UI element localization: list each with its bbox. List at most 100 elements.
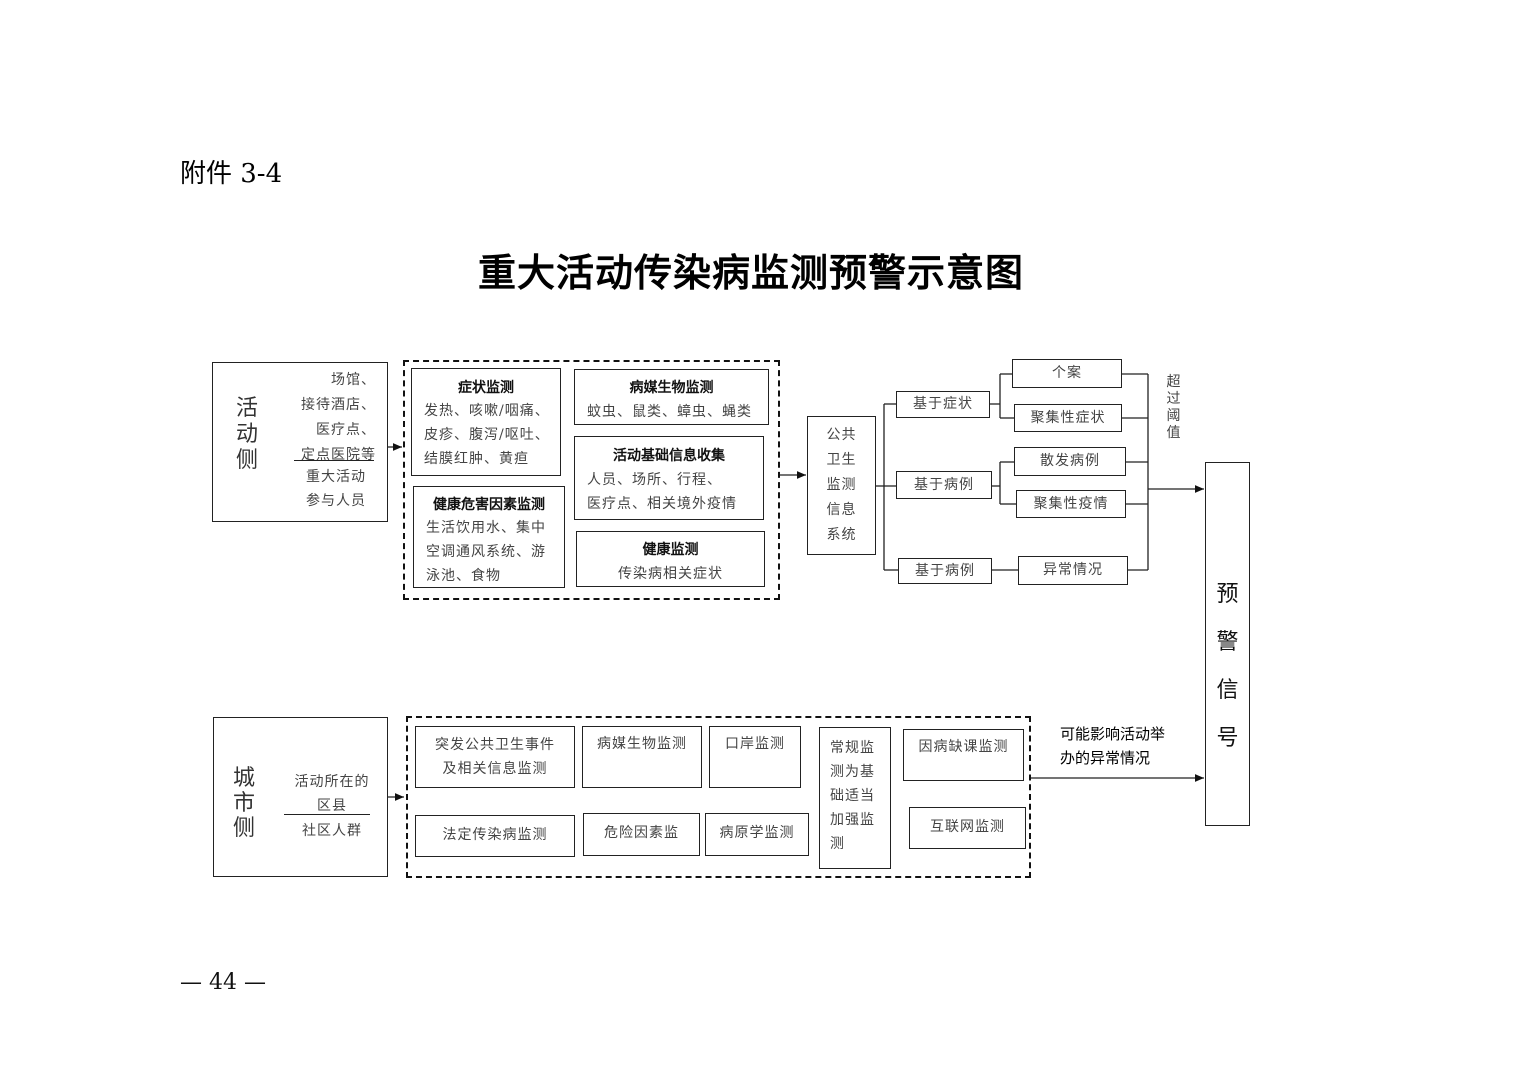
hazard-monitoring-box: 健康危害因素监测 生活饮用水、集中 空调通风系统、游 泳池、食物 [413,486,565,588]
health-monitoring-title: 健康监测 [642,542,699,558]
vector-monitoring-title: 病媒生物监测 [629,380,714,396]
routine-line: 加强监 [830,812,875,828]
city-note: 可能影响活动举 办的异常情况 [1060,722,1165,770]
health-monitoring-box: 健康监测 传染病相关症状 [576,531,765,587]
hazard-monitoring-title: 健康危害因素监测 [433,497,545,513]
routine-line: 础适当 [830,788,875,804]
threshold-char: 过 [1166,391,1182,407]
city-vector-monitoring-box: 病媒生物监测 [582,726,702,788]
activity-info-box: 活动基础信息收集 人员、场所、行程、 医疗点、相关境外疫情 [574,436,764,520]
city-note-line: 办的异常情况 [1060,749,1151,767]
port-monitoring-box: 口岸监测 [709,726,801,788]
warning-signal-box: 预 警 信 号 [1205,462,1250,826]
symptom-monitoring-title: 症状监测 [458,380,514,396]
threshold-char: 值 [1166,425,1182,441]
activity-info-line: 人员、场所、行程、 [587,472,722,488]
system-line: 公共 [826,427,857,443]
abnormal-situation-box: 异常情况 [1018,556,1128,585]
activity-side-char: 动 [236,422,259,447]
symptom-monitoring-box: 症状监测 发热、咳嗽/咽痛、 皮疹、腹泻/呕吐、 结膜红肿、黄疸 [411,368,561,476]
absence-monitoring-box: 因病缺课监测 [903,729,1024,781]
hazard-factor-monitoring-box: 危险因素监 [583,813,700,856]
activity-side-char: 侧 [236,448,259,473]
system-line: 信息 [826,502,857,518]
activity-info-title: 活动基础信息收集 [613,448,725,464]
venue-line: 接待酒店、 [301,397,376,413]
activity-info-line: 医疗点、相关境外疫情 [587,496,737,512]
emergency-line: 及相关信息监测 [442,761,548,777]
vector-monitoring-box: 病媒生物监测 蚊虫、鼠类、蟑虫、蝇类 [574,369,769,425]
city-side-label: 城 市 侧 [233,766,255,841]
threshold-char: 超 [1166,374,1182,390]
activity-people: 重大活动 参与人员 [296,465,376,513]
city-people: 社区人群 [302,823,362,839]
warning-char: 信 [1216,678,1239,703]
threshold-char: 阈 [1166,408,1182,424]
pathogen-monitoring-box: 病原学监测 [705,813,809,856]
routine-line: 测为基 [830,764,875,780]
people-line: 参与人员 [306,493,366,509]
activity-venues: 场馆、 接待酒店、 医疗点、 定点医院等 [290,368,376,468]
activity-modules-group [403,360,780,600]
venue-underline [294,460,374,461]
routine-monitoring-label: 常规监 测为基 础适当 加强监 测 [830,736,875,856]
venue-line: 定点医院等 [301,447,376,463]
routine-line: 测 [830,836,845,852]
symptom-line: 发热、咳嗽/咽痛、 [424,403,550,419]
warning-signal-label: 预 警 信 号 [1206,571,1249,763]
emergency-line: 突发公共卫生事件 [435,737,555,753]
page-number: — 44 — [180,970,266,995]
city-modules-group [406,716,1031,878]
health-monitoring-line: 传染病相关症状 [618,566,723,582]
region-line: 区县 [317,798,347,814]
diagram-title: 重大活动传染病监测预警示意图 [478,250,1025,295]
hazard-line: 泳池、食物 [426,568,501,584]
symptom-based-box: 基于症状 [896,391,990,418]
public-health-system-label: 公共 卫生 监测 信息 系统 [808,423,875,548]
city-side-char: 侧 [233,816,256,841]
warning-char: 预 [1216,582,1239,607]
individual-case-box: 个案 [1012,359,1122,388]
case-based-box-2: 基于病例 [898,558,992,584]
activity-side-char: 活 [236,396,259,421]
venue-line: 场馆、 [331,372,376,388]
warning-char: 警 [1216,630,1239,655]
sporadic-case-box: 散发病例 [1014,447,1126,476]
cluster-symptom-box: 聚集性症状 [1014,404,1122,432]
region-underline [284,814,370,815]
activity-side-label: 活 动 侧 [236,396,258,474]
city-side-char: 城 [233,766,256,791]
people-line: 重大活动 [306,469,366,485]
system-line: 监测 [826,477,857,493]
internet-monitoring-box: 互联网监测 [909,807,1026,849]
public-health-system-box: 公共 卫生 监测 信息 系统 [807,416,876,555]
threshold-label: 超 过 阈 值 [1164,374,1184,442]
system-line: 卫生 [826,452,857,468]
emergency-monitoring-box: 突发公共卫生事件 及相关信息监测 [415,726,575,788]
routine-monitoring-box: 常规监 测为基 础适当 加强监 测 [819,727,891,869]
city-side-char: 市 [233,791,256,816]
activity-side-box [212,362,388,522]
region-line: 活动所在的 [294,774,370,790]
venue-line: 医疗点、 [316,422,376,438]
symptom-line: 皮疹、腹泻/呕吐、 [424,427,550,443]
case-based-box: 基于病例 [896,471,992,499]
city-region: 活动所在的 区县 [288,770,376,818]
activity-info-lines: 人员、场所、行程、 医疗点、相关境外疫情 [587,468,737,516]
city-side-box [213,717,388,877]
hazard-line: 空调通风系统、游 [426,544,546,560]
symptom-line: 结膜红肿、黄疸 [424,451,529,467]
system-line: 系统 [826,527,857,543]
vector-monitoring-line: 蚊虫、鼠类、蟑虫、蝇类 [587,404,752,420]
symptom-monitoring-lines: 发热、咳嗽/咽痛、 皮疹、腹泻/呕吐、 结膜红肿、黄疸 [424,399,550,471]
city-note-line: 可能影响活动举 [1060,725,1166,743]
attachment-label: 附件 3-4 [180,159,283,189]
hazard-monitoring-lines: 生活饮用水、集中 空调通风系统、游 泳池、食物 [426,516,546,588]
legal-disease-monitoring-box: 法定传染病监测 [415,815,575,857]
emergency-monitoring-label: 突发公共卫生事件 及相关信息监测 [416,733,574,781]
hazard-line: 生活饮用水、集中 [426,520,546,536]
warning-char: 号 [1216,726,1239,751]
routine-line: 常规监 [830,740,875,756]
cluster-epidemic-box: 聚集性疫情 [1016,490,1126,518]
